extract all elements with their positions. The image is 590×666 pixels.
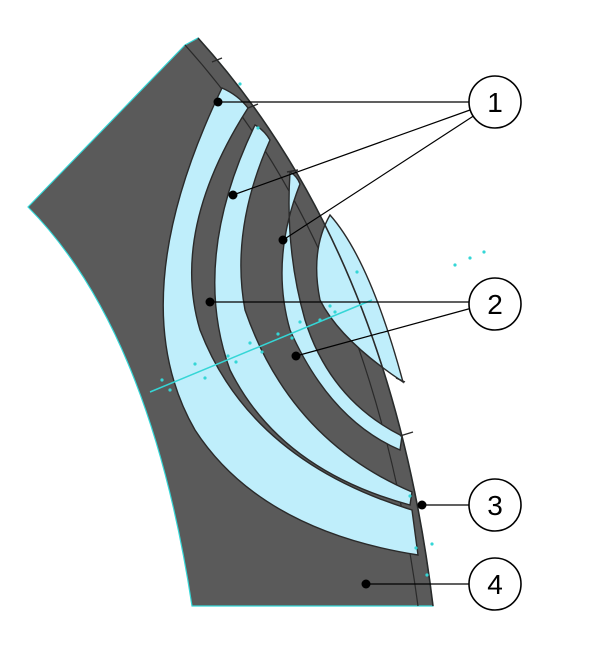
callout-1: 1 [468, 75, 522, 129]
callout-2-label: 2 [487, 289, 503, 320]
rotor-outer-edge [197, 37, 434, 607]
pole-axis-line [149, 299, 373, 393]
callout-1-label: 1 [487, 87, 503, 118]
flux-barrier-middle-2 [281, 170, 403, 452]
flux-barrier-inner [316, 213, 405, 384]
mesh-markers [160, 82, 486, 577]
callout-4-label: 4 [487, 569, 503, 600]
callout-2: 2 [468, 277, 522, 331]
callout-3: 3 [468, 478, 522, 532]
callout-3-label: 3 [487, 490, 503, 521]
leader-dots [205, 97, 427, 589]
callout-4: 4 [468, 557, 522, 611]
flux-barrier-outer [162, 87, 419, 556]
flux-barrier-middle-1 [214, 124, 413, 506]
bridge-ticks [211, 57, 414, 437]
leader-lines [210, 101, 476, 585]
